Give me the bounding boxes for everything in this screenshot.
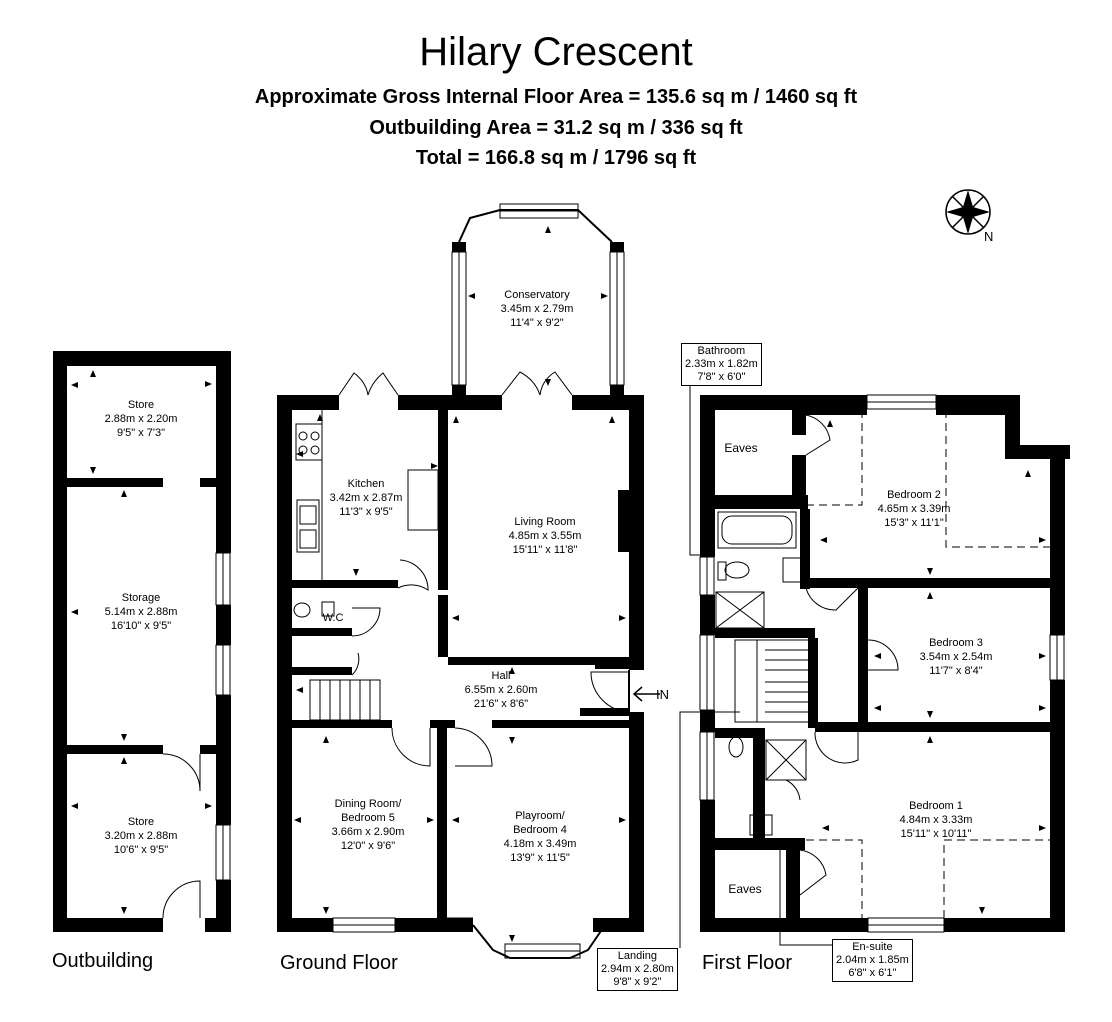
outbuilding-area-line: Outbuilding Area = 31.2 sq m / 336 sq ft — [369, 117, 743, 139]
ground-floor-plan — [277, 242, 644, 932]
outbuilding-floor-label: Outbuilding — [52, 950, 154, 972]
first-floor-plan — [700, 395, 1070, 932]
first-floor-label: First Floor — [702, 952, 792, 974]
outbuilding-plan — [53, 351, 231, 932]
room-label-eaves-bottom: Eaves — [728, 882, 762, 896]
entrance-label: IN — [656, 687, 669, 702]
compass-icon — [945, 189, 991, 235]
page-title: Hilary Crescent — [419, 30, 693, 74]
ground-floor-label: Ground Floor — [280, 952, 398, 974]
room-label-eaves-top: Eaves — [724, 441, 758, 455]
total-area-line: Total = 166.8 sq m / 1796 sq ft — [415, 147, 697, 169]
gross-area-line: Approximate Gross Internal Floor Area = … — [254, 86, 858, 108]
arrow-markers — [71, 226, 1046, 942]
north-label: N — [984, 229, 994, 244]
room-label-wc: W.C — [322, 612, 344, 624]
